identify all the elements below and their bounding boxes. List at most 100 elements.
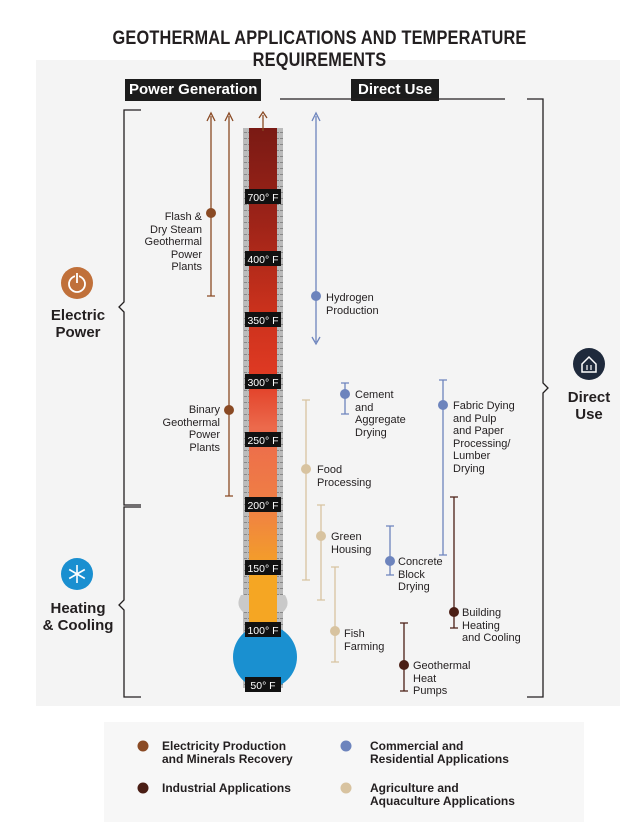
thermometer-bulb [233,625,297,689]
snowflake-icon [61,558,93,590]
tick-box [245,189,281,204]
range-concrete [386,525,394,576]
heating-cooling-line2: & Cooling [42,617,114,634]
label-cement-2: and [355,401,374,414]
range-green [317,504,325,601]
legend-agriculture-2: Aquaculture Applications [370,794,515,808]
tick-box [245,622,281,637]
header-direct-use: Direct Use [351,79,440,101]
range-fish [331,566,339,663]
marker-flash [206,208,216,218]
legend-dot-commercial [340,740,352,752]
tick-box [245,677,281,692]
label-fabric-1: Fabric Dying [453,400,515,412]
marker-building [449,607,459,617]
label-cement-3: Aggregate [355,414,406,426]
direct-use-line1: Direct [567,389,611,406]
label-heat-pumps-3: Pumps [413,685,448,697]
tick-label: 250° F [247,435,278,447]
label-building: Building Heating and Cooling [462,607,521,645]
label-flash: Flash & Dry Steam Geothermal Power Plant… [140,211,202,274]
thermometer-arrow [258,110,268,119]
label-concrete-2: Block [398,568,425,581]
range-food [302,399,310,581]
legend-dot-industrial [137,782,149,794]
tick-label: 700° F [247,192,278,204]
label-food: Food Processing [317,464,371,489]
direct-use-label: Direct Use [558,389,620,423]
direct-use-bracket [527,98,549,698]
label-fabric-5: Lumber [453,450,491,462]
marker-fabric [438,400,448,410]
range-building [450,496,458,629]
legend-electricity-1: Electricity Production [162,739,287,753]
label-cement-4: Drying [355,426,387,439]
label-binary-1: Binary [188,404,220,416]
label-flash-1: Flash & [164,211,202,223]
marker-hydrogen [311,291,321,301]
legend-agriculture-1: Agriculture and [370,781,459,795]
label-flash-4: Power [170,248,202,261]
label-heat-pumps-2: Heat [413,672,437,685]
label-heat-pumps-1: Geothermal [413,660,471,672]
tick-box [245,560,281,575]
marker-food [301,464,311,474]
legend-electricity: Electricity Production and Minerals Reco… [162,740,293,766]
heating-cooling-line1: Heating [50,600,106,617]
heating-cooling-label: Heating & Cooling [37,600,119,634]
house-icon [573,348,605,380]
legend-agriculture: Agriculture and Aquaculture Applications [370,782,515,808]
label-cement: Cement and Aggregate Drying [355,389,406,439]
electric-power-bracket [118,109,141,506]
page-title: GEOTHERMAL APPLICATIONS AND TEMPERATURE … [112,28,527,71]
electric-power-line1: Electric [50,307,106,324]
direct-use-line2: Use [575,406,603,423]
label-building-2: Heating [462,619,500,632]
label-hydrogen-2: Production [326,304,379,317]
label-heat-pumps: Geothermal Heat Pumps [413,660,470,698]
label-green: Green Housing [331,531,371,556]
label-cement-1: Cement [355,389,394,401]
label-flash-5: Plants [171,261,202,273]
range-binary [225,116,233,497]
marker-cement [340,389,350,399]
label-fabric-2: and Pulp [453,412,497,425]
label-fabric-6: Drying [453,462,485,475]
label-fabric: Fabric Dying and Pulp and Paper Processi… [453,400,515,475]
thermometer-amber [249,575,277,630]
tick-box [245,374,281,389]
marker-fish [330,626,340,636]
label-binary: Binary Geothermal Power Plants [148,404,220,454]
label-fish-2: Farming [344,640,385,653]
label-fish-1: Fish [344,628,365,640]
label-food-2: Processing [317,476,372,489]
legend-dot-electricity [137,740,149,752]
tick-box [245,312,281,327]
tick-label: 350° F [247,315,278,327]
marker-binary [224,405,234,415]
tick-label: 400° F [247,254,278,266]
label-food-1: Food [317,464,343,476]
tick-label: 100° F [247,625,278,637]
label-hydrogen-1: Hydrogen [326,292,374,304]
label-green-2: Housing [331,543,372,556]
tick-label: 200° F [247,500,278,512]
label-green-1: Green [331,531,362,543]
marker-heat-pumps [399,660,409,670]
tick-label: 150° F [247,563,278,575]
tick-label: 50° F [250,680,275,692]
tick-box [245,251,281,266]
diagram-background [36,60,620,706]
header-power-generation: Power Generation [125,79,262,101]
legend-commercial: Commercial and Residential Applications [370,740,509,766]
electric-power-line2: Power [55,324,101,341]
legend-industrial-1: Industrial Applications [162,781,291,795]
label-hydrogen: Hydrogen Production [326,292,379,317]
legend-electricity-2: and Minerals Recovery [162,752,293,766]
label-fish: Fish Farming [344,628,384,653]
range-heat-pumps [400,622,408,692]
label-binary-3: Power [188,429,220,441]
legend-dot-agriculture [340,782,352,794]
